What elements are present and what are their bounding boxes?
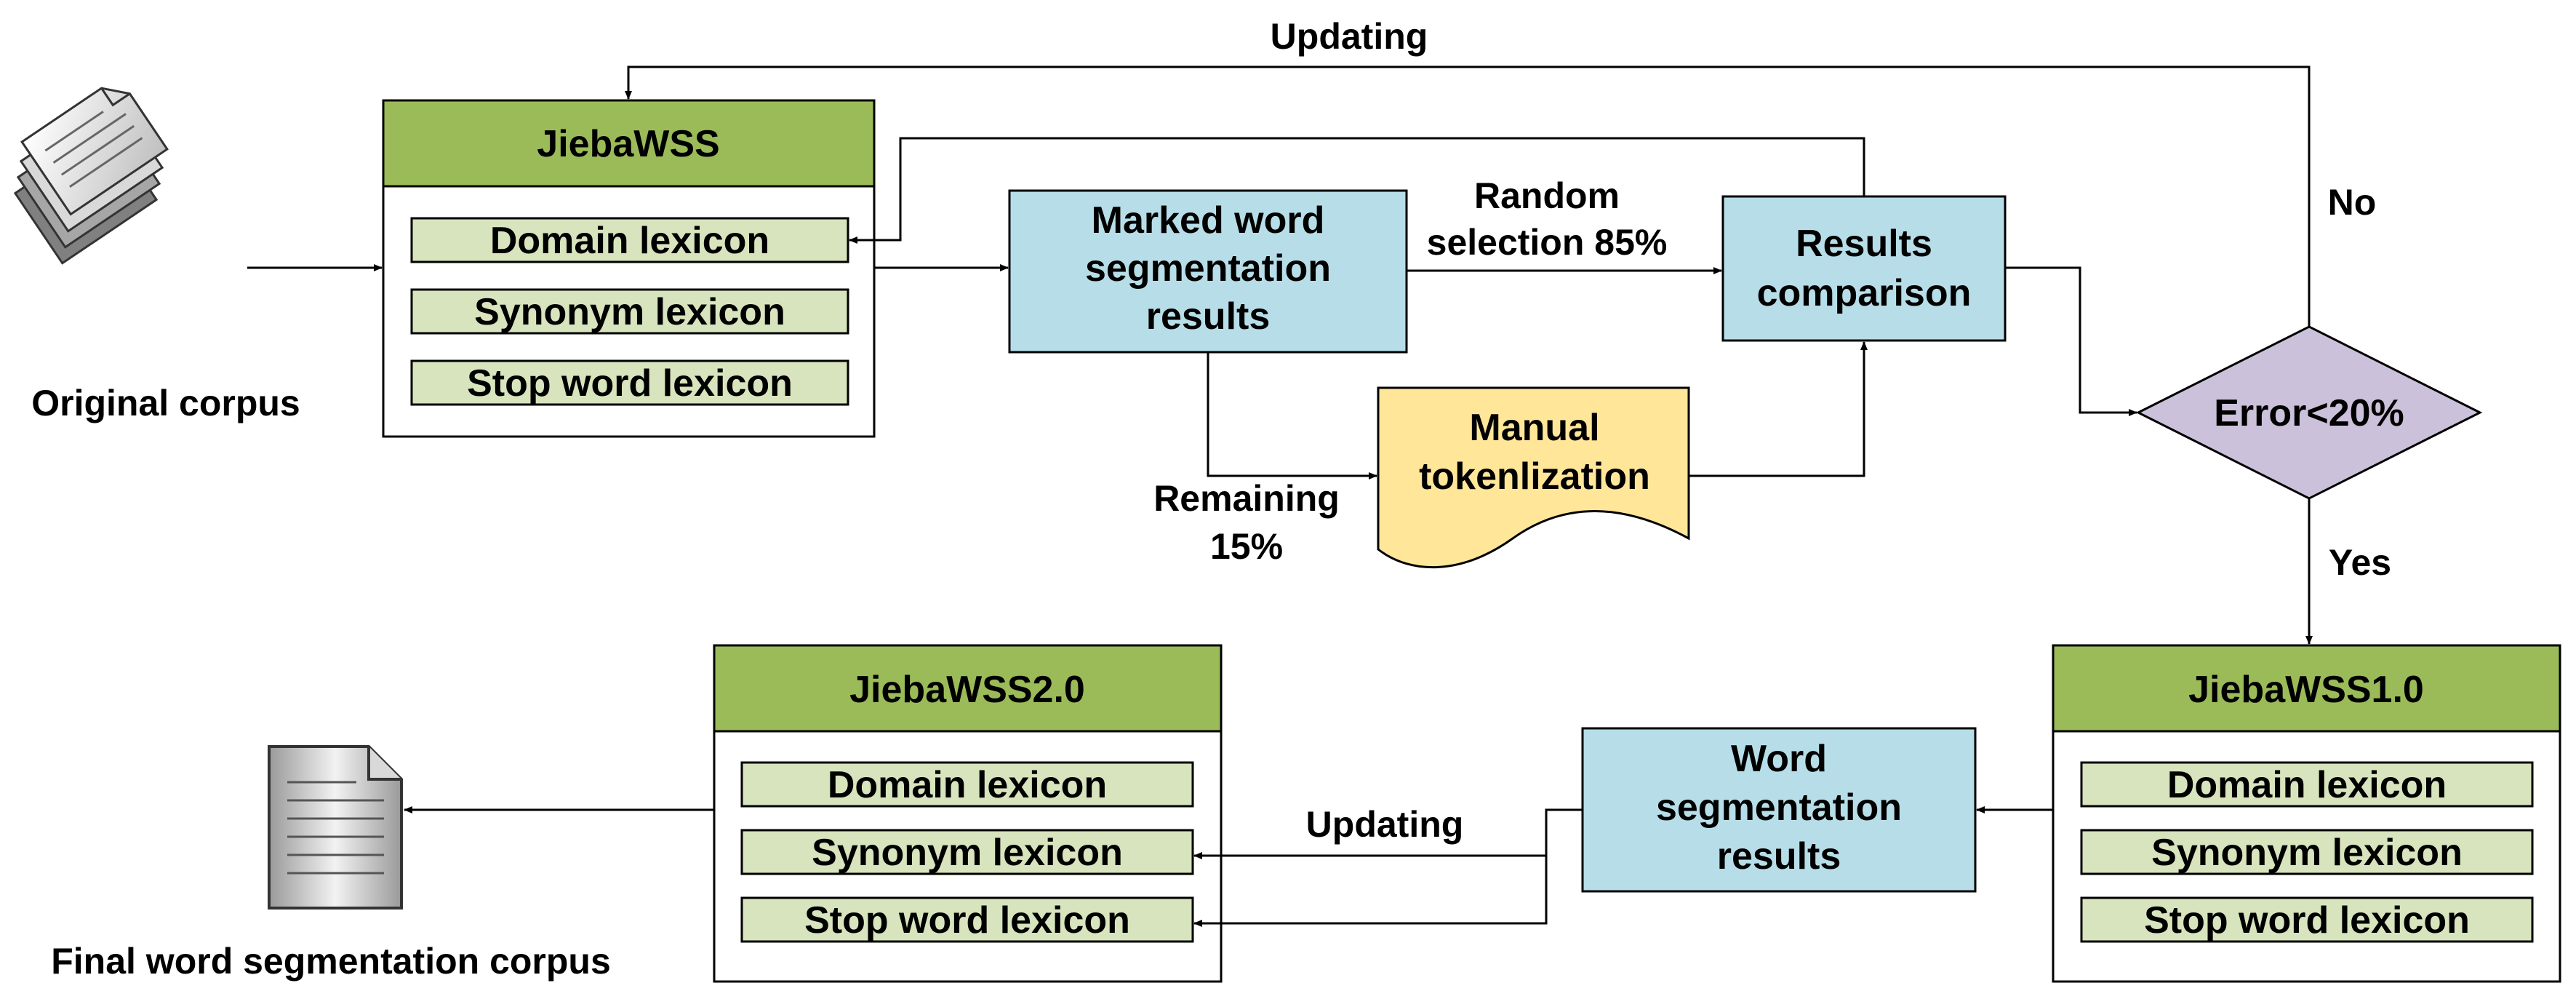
marked-results-box: Marked word segmentation results bbox=[1008, 189, 1408, 354]
arrow-comparison-to-decision bbox=[2005, 266, 2137, 416]
wordseg-line: segmentation bbox=[1656, 787, 1902, 829]
lexicon-box-stopword bbox=[2080, 896, 2534, 943]
lexicon-label: Stop word lexicon bbox=[804, 899, 1130, 942]
arrow-wordseg-to-synonym bbox=[1193, 808, 1583, 859]
original-corpus-label: Original corpus bbox=[31, 383, 300, 423]
lexicon-box-synonym bbox=[410, 288, 849, 335]
results-comparison-box: Results comparison bbox=[1721, 195, 2007, 342]
error-decision-diamond: Error<20% bbox=[2135, 325, 2483, 500]
manual-tokenization-box: Manual tokenlization bbox=[1377, 386, 1690, 569]
connectors bbox=[247, 65, 2313, 927]
lexicon-box-domain bbox=[410, 217, 849, 263]
lexicon-box-stopword bbox=[740, 896, 1194, 943]
lexicon-label: Synonym lexicon bbox=[474, 291, 785, 333]
lexicon-box-stopword bbox=[410, 359, 849, 406]
lexicon-label: Domain lexicon bbox=[2167, 764, 2447, 806]
marked-line: results bbox=[1146, 295, 1271, 338]
comparison-line: comparison bbox=[1757, 272, 1972, 314]
comparison-line: Results bbox=[1796, 223, 1932, 265]
arrow-manual-to-comparison bbox=[1689, 341, 1868, 477]
jiebawss-title: JiebaWSS bbox=[537, 123, 719, 165]
lexicon-box-domain bbox=[740, 761, 1194, 808]
decision-label: Error<20% bbox=[2214, 392, 2404, 434]
remaining-label: 15% bbox=[1210, 526, 1283, 567]
jiebawss1-box: JiebaWSS1.0 Domain lexicon Synonym lexic… bbox=[2052, 644, 2561, 983]
lexicon-label: Domain lexicon bbox=[490, 220, 769, 262]
jiebawss1-title: JiebaWSS1.0 bbox=[2188, 669, 2424, 711]
no-label: No bbox=[2328, 182, 2377, 223]
lexicon-label: Synonym lexicon bbox=[2151, 832, 2463, 874]
remaining-label: Remaining bbox=[1153, 478, 1340, 519]
manual-line: tokenlization bbox=[1419, 455, 1650, 498]
manual-line: Manual bbox=[1469, 407, 1599, 449]
word-segmentation-results-box: Word segmentation results bbox=[1581, 727, 1977, 893]
jiebawss1-header bbox=[2052, 644, 2561, 733]
updating-bottom-label: Updating bbox=[1306, 804, 1464, 845]
jiebawss-box: JiebaWSS Domain lexicon Synonym lexicon … bbox=[382, 99, 876, 438]
marked-line: segmentation bbox=[1085, 247, 1331, 290]
wordseg-line: results bbox=[1717, 835, 1841, 877]
arrow-decision-no-updating bbox=[625, 65, 2311, 327]
lexicon-box-synonym bbox=[2080, 829, 2534, 875]
jiebawss2-title: JiebaWSS2.0 bbox=[849, 669, 1085, 711]
final-corpus-label: Final word segmentation corpus bbox=[51, 941, 611, 982]
jiebawss-header bbox=[382, 99, 876, 188]
document-stack-icon bbox=[13, 87, 169, 265]
updating-top-label: Updating bbox=[1271, 16, 1428, 57]
arrow-comparison-to-domain-lexicon bbox=[849, 137, 1865, 244]
lexicon-label: Synonym lexicon bbox=[812, 832, 1123, 874]
lexicon-box-synonym bbox=[740, 829, 1194, 875]
lexicon-label: Stop word lexicon bbox=[2144, 899, 2470, 942]
lexicon-label: Domain lexicon bbox=[828, 764, 1107, 806]
lexicon-label: Stop word lexicon bbox=[467, 362, 793, 405]
random-selection-label: Random bbox=[1474, 175, 1620, 216]
random-selection-label: selection 85% bbox=[1427, 222, 1668, 263]
jiebawss2-header bbox=[713, 644, 1223, 733]
document-icon bbox=[268, 745, 403, 910]
arrow-marked-to-manual bbox=[1207, 352, 1377, 479]
lexicon-box-domain bbox=[2080, 761, 2534, 808]
arrow-wordseg-to-stopword bbox=[1193, 856, 1548, 927]
jiebawss2-box: JiebaWSS2.0 Domain lexicon Synonym lexic… bbox=[713, 644, 1223, 983]
wordseg-line: Word bbox=[1731, 738, 1827, 780]
marked-line: Marked word bbox=[1092, 199, 1325, 242]
yes-label: Yes bbox=[2329, 542, 2391, 583]
